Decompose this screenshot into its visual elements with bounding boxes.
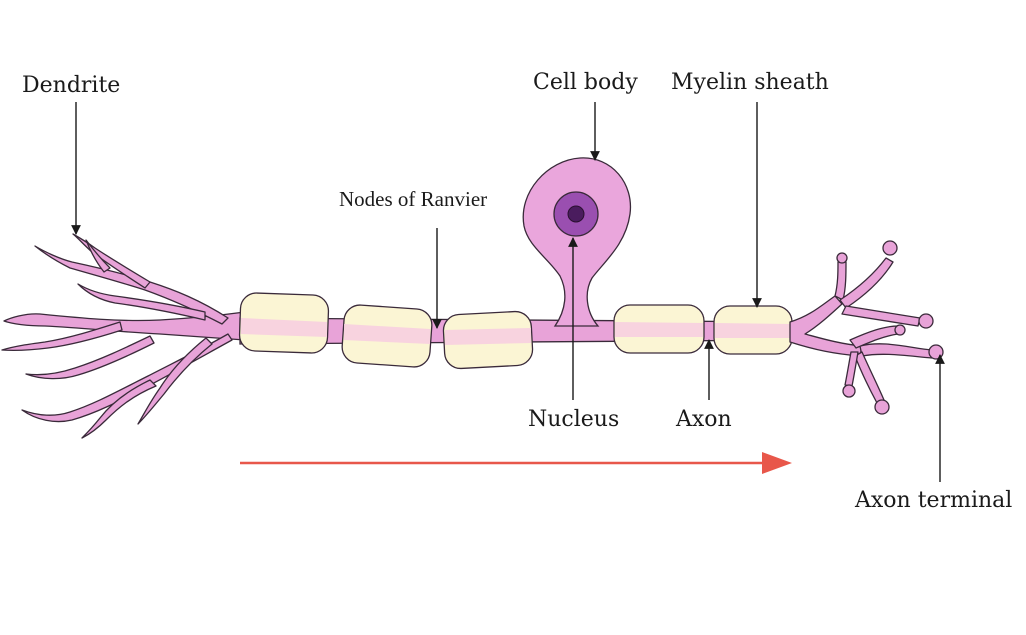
synaptic-bulb — [918, 313, 934, 329]
synaptic-bulb — [928, 344, 944, 360]
dendrite-branch-lower-fork — [81, 379, 157, 439]
axon-terminal-branch-right — [841, 305, 921, 327]
synaptic-bulb — [882, 240, 898, 256]
myelin-segment — [238, 292, 330, 354]
dendrite-branch-upper-side — [85, 239, 111, 273]
label-nucleus: Nucleus — [528, 407, 619, 432]
synaptic-bulb — [842, 384, 856, 398]
signal-direction-arrow — [240, 452, 792, 474]
dendrite-branch-mid-lower — [25, 335, 155, 380]
nucleolus — [567, 205, 585, 223]
axon-terminal-branch-lower — [859, 343, 933, 359]
dendrite-branch-mid-upper — [77, 283, 206, 321]
dendrite-trunk — [3, 311, 246, 341]
dendrite-branch-lower-right — [137, 337, 213, 425]
label-dendrite: Dendrite — [22, 73, 120, 98]
myelin-sheaths — [238, 292, 793, 370]
axon-terminal-branch-down-left — [844, 351, 859, 387]
synaptic-bulb — [874, 399, 890, 415]
label-axon: Axon — [675, 407, 732, 432]
axon-terminal-stem — [789, 295, 863, 357]
label-myelin-sheath: Myelin sheath — [671, 70, 829, 95]
label-nodes-of-ranvier: Nodes of Ranvier — [339, 187, 487, 211]
myelin-segment — [442, 310, 534, 370]
label-cell-body: Cell body — [533, 70, 638, 95]
axon-terminal-branch-upper — [839, 257, 894, 309]
axon-terminals — [789, 240, 944, 415]
synaptic-bulb — [836, 252, 848, 264]
dendrite-branch-mid — [1, 321, 123, 352]
myelin-segment — [613, 304, 705, 354]
cell-body — [522, 157, 632, 327]
label-axon-terminal: Axon terminal — [854, 488, 1012, 513]
axon-terminal-branch-down — [854, 351, 885, 404]
myelin-segment — [713, 305, 793, 355]
dendrite-branch-lower — [21, 333, 233, 423]
myelin-segment — [341, 304, 433, 368]
synaptic-bulb — [894, 324, 906, 336]
leader-lines — [71, 102, 945, 482]
dendrites — [1, 233, 246, 439]
axon-terminal-branch-top — [834, 261, 847, 301]
